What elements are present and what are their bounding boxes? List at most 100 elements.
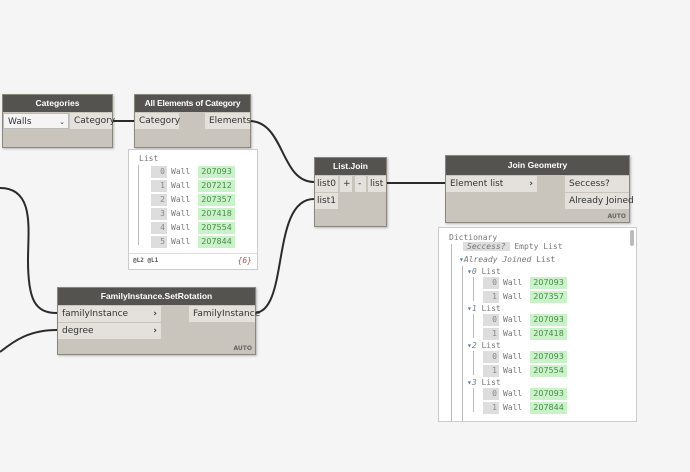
item-type: Wall [503,403,523,412]
all-elements-node[interactable]: All Elements of Category Category Elemen… [134,94,251,148]
list-item: 1 Wall 207844 [483,402,567,414]
join-geometry-preview[interactable]: Dictionary Seccess? Empty List ▾Already … [438,227,637,422]
lacing-label: AUTO [607,213,626,220]
item-value: 207554 [198,222,235,234]
item-value: 207554 [530,365,567,377]
list-item: 1 Wall 207418 [483,328,567,340]
success-key: Seccess? [463,242,510,251]
output-family-instance[interactable]: FamilyInstance [189,306,260,322]
list-group[interactable]: ▾3 List [467,377,501,389]
item-value: 207357 [530,291,567,303]
node-title: Categories [3,95,112,112]
list-group[interactable]: ▾2 List [467,340,501,352]
list-group[interactable]: ▾0 List [467,266,501,278]
collapse-icon[interactable]: ▾ [467,267,472,276]
group-index: 3 [471,378,477,387]
item-index: 1 [483,365,499,377]
item-type: Wall [503,315,523,324]
chevron-right-icon: › [529,179,533,189]
item-type: Wall [171,181,191,190]
success-value: Empty List [514,242,563,251]
item-type: Wall [503,292,523,301]
output-success[interactable]: Seccess? [565,176,629,192]
list-item: 1 Wall 207212 [151,180,235,192]
chevron-right-icon: › [153,326,157,336]
item-index: 1 [151,180,167,192]
list-group[interactable]: ▾1 List [467,303,501,315]
port-label: Element list [450,179,504,189]
item-index: 0 [483,388,499,400]
output-already-joined[interactable]: Already Joined [565,193,634,209]
item-value: 207418 [198,208,235,220]
join-geometry-node[interactable]: Join Geometry Element list› Seccess? Alr… [445,155,634,223]
scrollbar[interactable] [630,230,634,246]
item-index: 1 [483,402,499,414]
item-value: 207093 [530,388,567,400]
item-value: 207418 [530,328,567,340]
port-label: degree [62,326,94,336]
group-label: List [481,267,501,276]
collapse-icon[interactable]: ▾ [467,304,472,313]
item-type: Wall [503,352,523,361]
group-index: 0 [471,267,477,276]
item-type: Wall [503,278,523,287]
output-list[interactable]: list [368,176,386,192]
input-element-list[interactable]: Element list › [446,176,537,192]
input-port[interactable]: Category [135,113,180,129]
item-value: 207093 [530,314,567,326]
wire-family-list1 [253,198,315,314]
lacing-label: AUTO [233,345,252,352]
item-value: 207093 [530,351,567,363]
group-index: 1 [471,304,477,313]
node-title: List.Join [315,158,386,175]
item-value: 207844 [530,402,567,414]
set-rotation-node[interactable]: FamilyInstance.SetRotation familyInstanc… [57,287,260,355]
list-levels: @L2 @L1 [133,257,159,264]
item-type: Wall [503,329,523,338]
item-value: 207212 [198,180,235,192]
list-count: {6} [237,256,252,265]
item-value: 207093 [530,277,567,289]
collapse-icon[interactable]: ▾ [459,255,464,264]
output-port[interactable]: Elements [205,113,251,129]
chevron-down-icon: ⌄ [59,118,65,126]
list-join-node[interactable]: List.Join list0 + - list list1 [314,157,387,227]
wire-elements-list0 [248,120,315,183]
category-dropdown[interactable]: Walls ⌄ [3,113,69,129]
item-index: 1 [483,328,499,340]
item-value: 207357 [198,194,235,206]
item-value: 207093 [198,166,235,178]
item-type: Wall [171,167,191,176]
group-label: List [481,304,501,313]
output-port[interactable]: Category [70,113,115,129]
wire-left-familyinstance [0,187,58,314]
collapse-icon[interactable]: ▾ [467,341,472,350]
dropdown-value: Walls [8,117,32,127]
add-input-button[interactable]: + [340,176,352,192]
categories-node[interactable]: Categories Walls ⌄ Category [2,94,115,148]
group-index: 2 [471,341,477,350]
joined-key: Already Joined [463,255,532,264]
group-label: List [481,378,501,387]
node-title: All Elements of Category [135,95,250,112]
group-label: List [481,341,501,350]
input-degree[interactable]: degree › [58,323,161,339]
item-value: 207844 [198,236,235,248]
input-list0[interactable]: list0 [315,176,338,192]
input-list1[interactable]: list1 [315,193,338,209]
collapse-icon[interactable]: ▾ [467,378,472,387]
item-type: Wall [171,237,191,246]
remove-input-button[interactable]: - [355,176,366,192]
input-family-instance[interactable]: familyInstance› [58,306,161,322]
